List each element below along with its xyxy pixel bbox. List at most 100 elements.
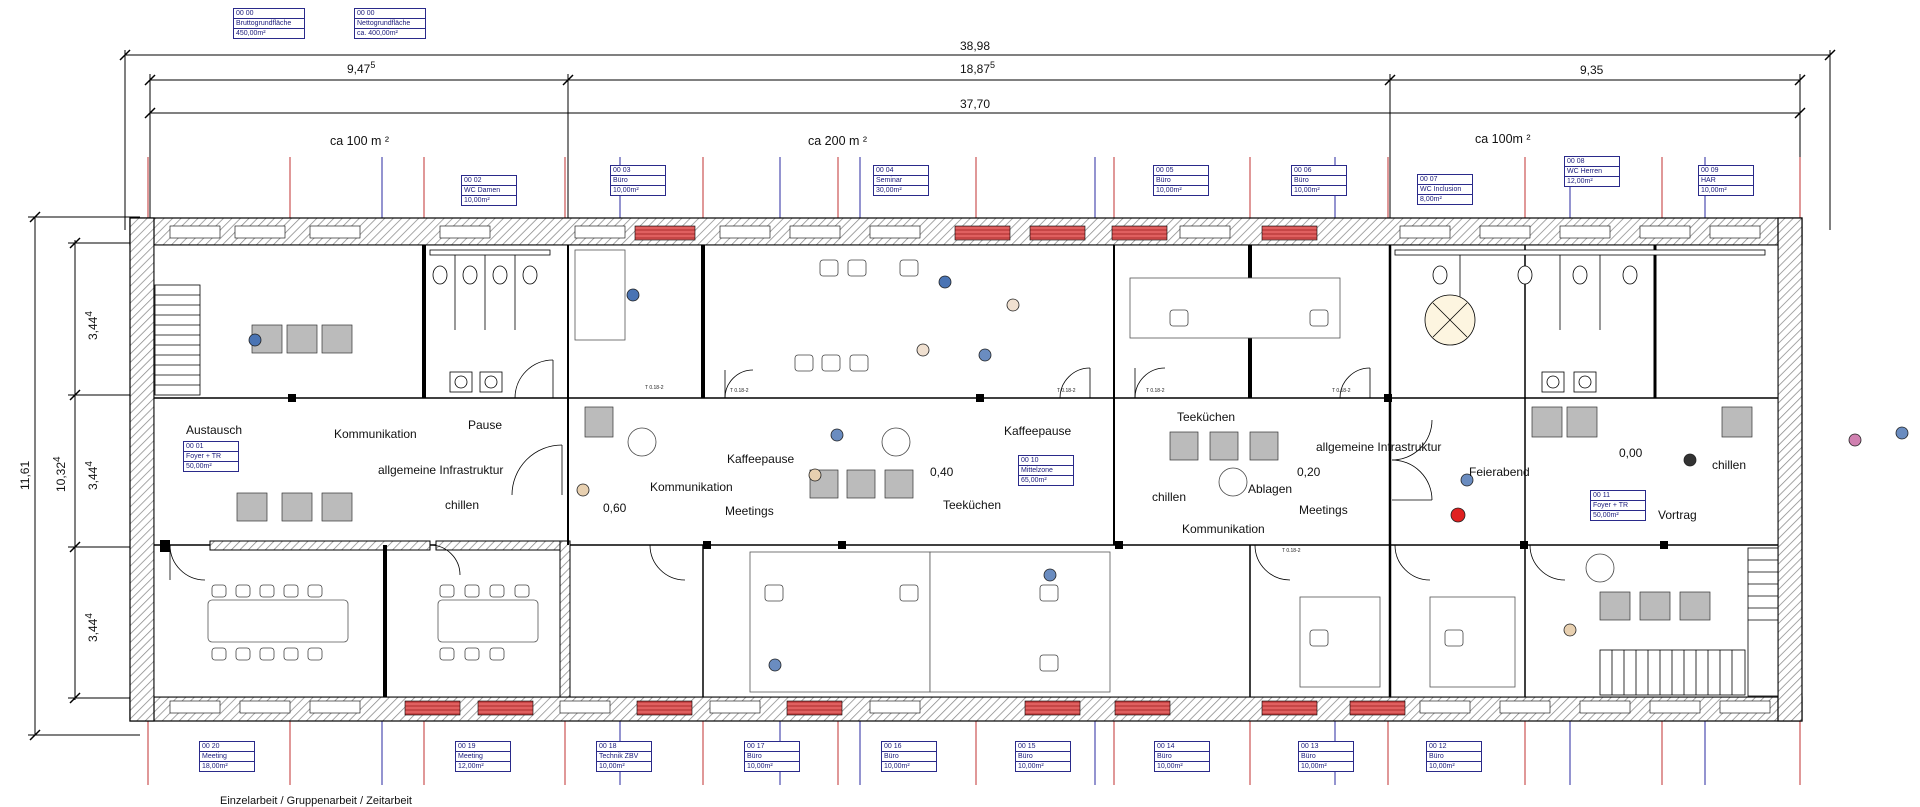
label-kommunikation-1: Kommunikation <box>334 427 417 441</box>
label-teekuechen-2: Teeküchen <box>1177 410 1236 424</box>
door-code: T 0.18-2 <box>1057 388 1076 394</box>
dimension-row-3: 3,444 <box>84 613 100 642</box>
room-area: 10,00m² <box>1701 187 1727 194</box>
room-id: 00 01 <box>184 442 238 452</box>
dimension-inner: 37,70 <box>960 97 991 111</box>
chairs <box>211 259 1464 672</box>
label-vortrag: Vortrag <box>1658 508 1697 522</box>
interior-walls <box>154 245 1778 698</box>
room-tag-buero-03: 00 03 Büro 10,00m² <box>610 165 666 196</box>
room-area: 18,00m² <box>202 763 228 770</box>
room-tag-seminar: 00 04 Seminar 30,00m² <box>873 165 929 196</box>
door-code: T 0.18-2 <box>645 385 664 391</box>
room-tag-foyer-right: 00 11 Foyer + TR 50,00m² <box>1590 490 1646 521</box>
room-area: 10,00m² <box>1429 763 1455 770</box>
room-name: Meeting <box>200 752 254 762</box>
room-name: Büro <box>1299 752 1353 762</box>
room-id: 00 12 <box>1427 742 1481 752</box>
room-tag-wc-herren: 00 08 WC Herren 12,00m² <box>1564 156 1620 187</box>
room-id: 00 10 <box>1019 456 1073 466</box>
room-area: 10,00m² <box>1018 763 1044 770</box>
room-id: 00 20 <box>200 742 254 752</box>
room-id: 00 08 <box>1565 157 1619 167</box>
label-meetings-2: Meetings <box>1299 503 1348 517</box>
room-area: 10,00m² <box>747 763 773 770</box>
room-area: 10,00m² <box>1301 763 1327 770</box>
stairs <box>154 284 1779 697</box>
dimension-overall: 38,98 <box>960 39 991 53</box>
room-name: Büro <box>745 752 799 762</box>
room-tag-buero-12: 00 12 Büro 10,00m² <box>1426 741 1482 772</box>
room-area: 65,00m² <box>1021 477 1047 484</box>
room-tag-buero-05: 00 05 Büro 10,00m² <box>1153 165 1209 196</box>
room-tag-buero-13: 00 13 Büro 10,00m² <box>1298 741 1354 772</box>
door-code: T 0.18-2 <box>730 388 749 394</box>
dimension-height-inner: 10,324 <box>52 456 68 492</box>
room-tag-meeting-20: 00 20 Meeting 18,00m² <box>199 741 255 772</box>
dimension-superscript: 5 <box>990 60 996 70</box>
room-area: 10,00m² <box>884 763 910 770</box>
room-name: Bruttogrundfläche <box>234 19 304 29</box>
zone-label-center: ca 200 m ² <box>808 134 868 148</box>
room-tag-buero-15: 00 15 Büro 10,00m² <box>1015 741 1071 772</box>
room-id: 00 14 <box>1155 742 1209 752</box>
label-chillen-1: chillen <box>445 498 480 512</box>
room-tag-mittelzone: 00 10 Mittelzone 65,00m² <box>1018 455 1074 486</box>
label-pause: Pause <box>468 418 503 432</box>
room-area: 10,00m² <box>599 763 625 770</box>
room-tag-wc-inclusion: 00 07 WC Inclusion 8,00m² <box>1417 174 1473 205</box>
room-area: 8,00m² <box>1420 196 1442 203</box>
door-code: T 0.18-2 <box>1282 548 1301 554</box>
dimension-value: 3,44 <box>86 618 100 642</box>
room-name: WC Inclusion <box>1418 185 1472 195</box>
dimension-lines <box>28 49 1836 741</box>
dimension-value: 10,32 <box>54 461 68 492</box>
room-tag-buero-06: 00 06 Büro 10,00m² <box>1291 165 1347 196</box>
room-name: Büro <box>1016 752 1070 762</box>
door-code: T 0.18-2 <box>1332 388 1351 394</box>
room-name: Technik ZBV <box>597 752 651 762</box>
label-ablagen: Ablagen <box>1248 482 1293 496</box>
room-tag-buero-14: 00 14 Büro 10,00m² <box>1154 741 1210 772</box>
dimension-superscript: 4 <box>84 311 95 317</box>
room-name: Büro <box>611 176 665 186</box>
wc-fixtures <box>429 249 1766 393</box>
label-level-060: 0,60 <box>603 501 627 515</box>
zone-label-right: ca 100m ² <box>1475 132 1531 146</box>
dimension-row-1: 3,444 <box>84 311 100 340</box>
room-name: Büro <box>1292 176 1346 186</box>
room-area: 30,00m² <box>876 187 902 194</box>
room-id: 00 03 <box>611 166 665 176</box>
dimension-segment-1: 9,475 <box>347 60 375 76</box>
room-area: 10,00m² <box>1294 187 1320 194</box>
room-area: 10,00m² <box>1157 763 1183 770</box>
label-infrastruktur-2: allgemeine Infrastruktur <box>1316 440 1442 454</box>
room-id: 00 18 <box>597 742 651 752</box>
room-id: 00 00 <box>234 9 304 19</box>
room-area: 50,00m² <box>186 463 212 470</box>
dimension-superscript: 4 <box>84 461 95 467</box>
label-infrastruktur-1: allgemeine Infrastruktur <box>378 463 504 477</box>
room-tag-meeting-19: 00 19 Meeting 12,00m² <box>455 741 511 772</box>
label-chillen-3: chillen <box>1712 458 1747 472</box>
room-id: 00 11 <box>1591 491 1645 501</box>
room-name: Büro <box>882 752 936 762</box>
room-area: 10,00m² <box>464 197 490 204</box>
dimension-value: 3,44 <box>86 466 100 490</box>
plan-caption: Einzelarbeit / Gruppenarbeit / Zeitarbei… <box>220 795 412 807</box>
room-tag-gross-area: 00 00 Bruttogrundfläche 450,00m² <box>233 8 305 39</box>
room-id: 00 13 <box>1299 742 1353 752</box>
zone-label-left: ca 100 m ² <box>330 134 390 148</box>
label-teekuechen-1: Teeküchen <box>943 498 1002 512</box>
dimension-value: 3,44 <box>86 316 100 340</box>
room-area: 10,00m² <box>1156 187 1182 194</box>
room-id: 00 02 <box>462 176 516 186</box>
label-kommunikation-3: Kommunikation <box>1182 522 1265 536</box>
room-name: Nettogrundfläche <box>355 19 425 29</box>
wall-junctions <box>160 394 1668 552</box>
label-level-020: 0,20 <box>1297 465 1321 479</box>
room-name: HAR <box>1699 176 1753 186</box>
room-tag-har: 00 09 HAR 10,00m² <box>1698 165 1754 196</box>
room-area: 450,00m² <box>236 30 266 37</box>
room-id: 00 19 <box>456 742 510 752</box>
